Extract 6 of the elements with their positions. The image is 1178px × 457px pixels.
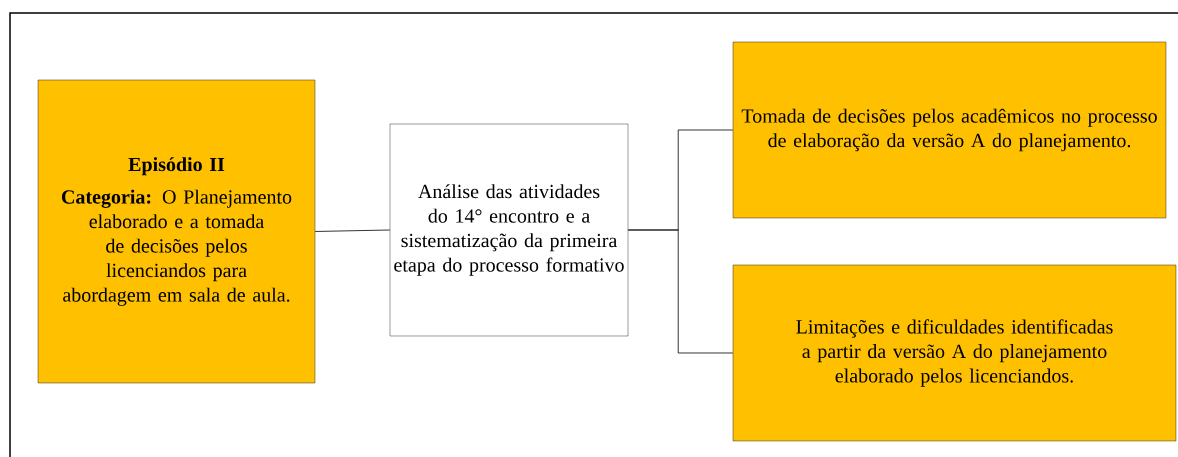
analysis-box: Análise das atividades do 14° encontro e a sistematização da primeira etapa do processo formativo [389,123,629,337]
episode-box: Episódio II Categoria: O Planejamento elaborado e a tomada de decisões pelos licenciandos para abordagem em sala de aula. [37,79,316,384]
outcome-box: Limitações e dificuldades identificadas a partir da versão A do planejamento elaborado pelos licenciandos. [732,264,1177,442]
connector [627,229,734,354]
outcome-box: Tomada de decisões pelos acadêmicos no processo de elaboração da versão A do planejamento. [732,41,1167,219]
connector [314,229,391,232]
